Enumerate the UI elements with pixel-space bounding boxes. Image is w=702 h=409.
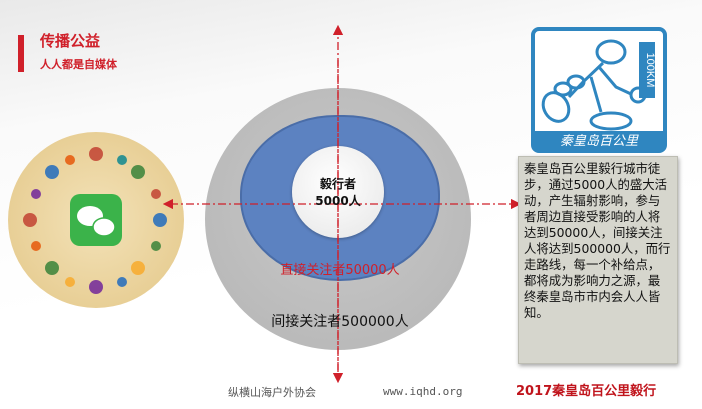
logo-badge: 100KM	[644, 53, 656, 88]
direct-followers-circle	[240, 115, 440, 281]
walkers-count: 5000人	[315, 194, 361, 208]
page-subtitle: 人人都是自媒体	[40, 58, 117, 71]
description-box: 秦皇岛百公里毅行城市徒步，通过5000人的盛大活动，产生辐射影响，参与者周边直接…	[518, 156, 678, 364]
walkers-title: 毅行者	[319, 177, 356, 191]
indirect-followers-label: 间接关注者500000人	[271, 314, 409, 330]
direct-followers-label: 直接关注者50000人	[280, 263, 400, 278]
page-title: 传播公益	[40, 32, 101, 50]
footer-event-title: 2017秦皇岛百公里毅行	[516, 384, 657, 399]
logo-text: 秦皇岛百公里	[560, 134, 639, 149]
title-accent-bar	[18, 35, 24, 72]
wechat-people-image	[8, 132, 184, 308]
walkers-label: 毅行者 5000人	[292, 176, 384, 210]
event-logo: 100KM 秦皇岛百公里	[531, 27, 667, 153]
footer-website[interactable]: www.iqhd.org	[383, 385, 463, 398]
footer-organization: 纵横山海户外协会	[228, 386, 316, 399]
